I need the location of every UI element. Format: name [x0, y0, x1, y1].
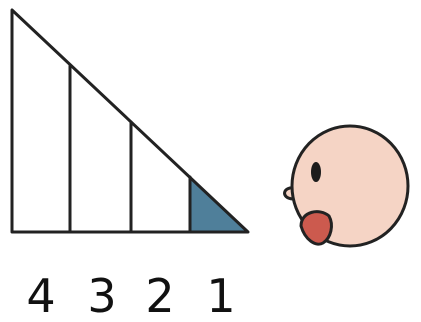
triangle-figure: [10, 8, 250, 234]
face-eye: [311, 162, 321, 182]
segment-label-1: 1: [206, 269, 235, 322]
face-mouth: [299, 210, 333, 246]
segment-label-2: 2: [145, 269, 174, 322]
segment-label-3: 3: [87, 269, 116, 322]
cartoon-face: [283, 124, 410, 248]
segment-label-4: 4: [26, 269, 55, 322]
segment-labels: 4 3 2 1: [26, 269, 235, 322]
